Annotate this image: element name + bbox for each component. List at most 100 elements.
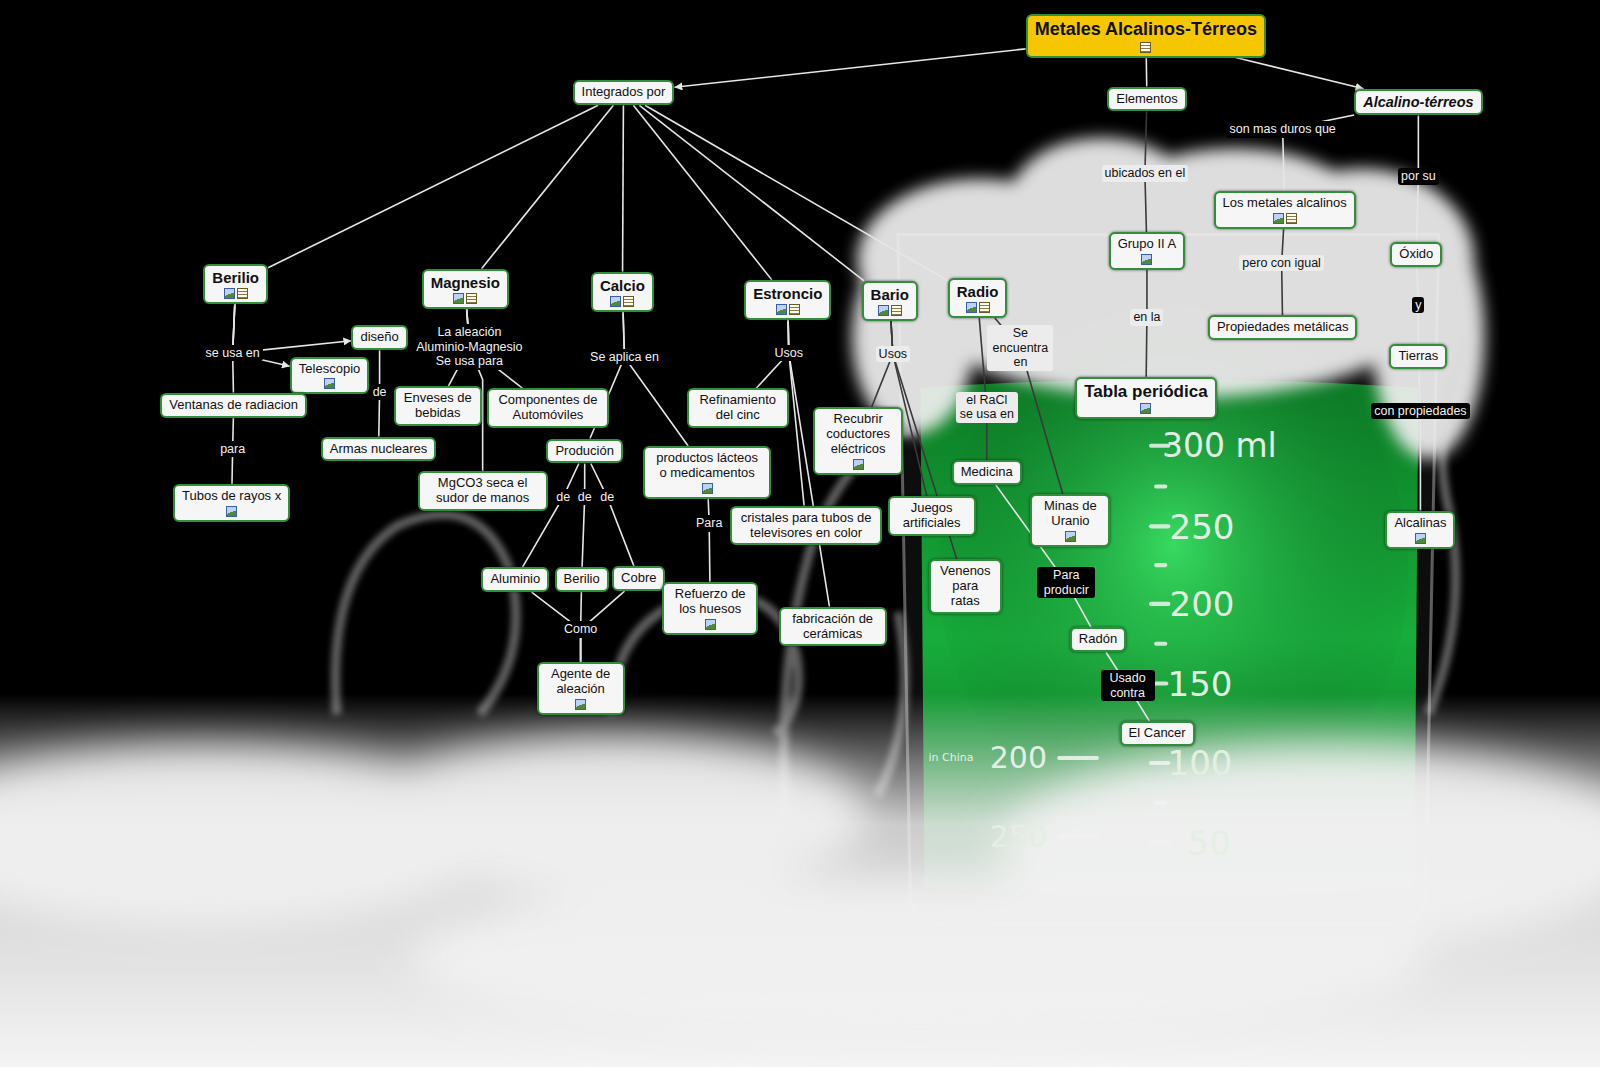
concept-box: Armas nucleares bbox=[321, 437, 437, 462]
concept-label: Elementos bbox=[1116, 92, 1177, 107]
concept-label: Los metales alcalinos bbox=[1223, 196, 1347, 211]
concept-label: Agente de aleación bbox=[546, 667, 616, 697]
connector bbox=[1419, 369, 1421, 511]
resource-icons bbox=[1118, 254, 1177, 265]
connector bbox=[645, 105, 948, 280]
linking-phrase: Para producir bbox=[1037, 567, 1095, 598]
linking-phrase: de bbox=[575, 489, 595, 505]
fog-floor bbox=[0, 694, 1600, 1067]
beaker-marking: 250 bbox=[1170, 510, 1235, 544]
image-icon bbox=[966, 302, 977, 313]
concept-box: Óxido bbox=[1390, 242, 1442, 267]
concept-label: Venenos para ratas bbox=[938, 564, 993, 609]
resource-icons bbox=[212, 288, 259, 299]
connector bbox=[622, 105, 624, 271]
document-icon bbox=[1140, 42, 1151, 53]
smoke-cloud bbox=[852, 138, 1485, 459]
linking-phrase: el RaCl se usa en bbox=[956, 392, 1018, 423]
document-icon bbox=[979, 302, 990, 313]
concept-box: Medicina bbox=[952, 460, 1022, 485]
concept-box: Venenos para ratas bbox=[929, 559, 1002, 614]
concept-box: Juegos artificiales bbox=[888, 496, 976, 536]
linking-phrase: con propiedades bbox=[1371, 403, 1469, 419]
concept-label: Óxido bbox=[1399, 247, 1433, 262]
connector bbox=[708, 499, 710, 582]
concept-box: Los metales alcalinos bbox=[1214, 191, 1356, 229]
connector bbox=[582, 463, 585, 567]
image-icon bbox=[1273, 213, 1284, 224]
connector bbox=[623, 312, 688, 446]
resource-icons bbox=[753, 304, 822, 315]
linking-phrase: Usado contra bbox=[1101, 670, 1155, 701]
image-icon bbox=[705, 619, 716, 630]
concept-box: Produción bbox=[546, 439, 623, 464]
resource-icons bbox=[1084, 403, 1207, 414]
linking-phrase: en la bbox=[1130, 309, 1163, 325]
linking-phrase: La aleación Aluminio-Magnesio Se usa par… bbox=[408, 324, 530, 369]
connector bbox=[591, 463, 634, 566]
image-icon bbox=[1065, 531, 1076, 542]
concept-label: Alcalinas bbox=[1394, 516, 1446, 531]
concept-box: Telescopio bbox=[290, 357, 369, 395]
linking-phrase: de bbox=[553, 489, 573, 505]
concept-label: Armas nucleares bbox=[330, 442, 428, 457]
concept-label: Telescopio bbox=[299, 362, 360, 377]
concept-label: Componentes de Automóviles bbox=[496, 393, 600, 423]
document-icon bbox=[237, 288, 248, 299]
linking-phrase: Usos bbox=[876, 346, 910, 362]
beaker-part-part bbox=[1153, 681, 1166, 685]
concept-box: Refuerzo de los huesos bbox=[662, 582, 758, 635]
concept-label: Propiedades metálicas bbox=[1217, 320, 1349, 335]
resource-icons bbox=[1039, 531, 1101, 542]
linking-phrase: y bbox=[1412, 297, 1424, 313]
concept-label: Berilio bbox=[564, 572, 600, 587]
beaker-part-part bbox=[1151, 524, 1168, 528]
concept-label: Refuerzo de los huesos bbox=[671, 587, 749, 617]
concept-label: Minas de Uranio bbox=[1039, 499, 1101, 529]
root-concept: Metales Alcalinos-Térreos bbox=[1026, 14, 1266, 58]
linking-phrase: de bbox=[597, 489, 617, 505]
image-icon bbox=[226, 506, 237, 517]
concept-label: Calcio bbox=[600, 277, 645, 294]
connector bbox=[639, 105, 864, 281]
resource-icons bbox=[546, 699, 616, 710]
concept-label: Produción bbox=[555, 444, 614, 459]
concept-box: Alcalino-térreos bbox=[1354, 89, 1482, 116]
concept-label: Enveses de bebidas bbox=[403, 391, 473, 421]
connector bbox=[979, 318, 987, 460]
resource-icons bbox=[671, 619, 749, 630]
concept-label: Metales Alcalinos-Térreos bbox=[1035, 19, 1257, 40]
concept-label: fabricación de cerámicas bbox=[788, 612, 878, 642]
concept-label: Juegos artificiales bbox=[897, 501, 967, 531]
connector bbox=[1236, 58, 1364, 89]
connector bbox=[674, 49, 1025, 87]
concept-box: Elementos bbox=[1107, 87, 1186, 112]
concept-label: Tubos de rayos x bbox=[182, 489, 281, 504]
concept-label: Aluminio bbox=[490, 572, 540, 587]
concept-label: cristales para tubos de televisores en c… bbox=[739, 511, 873, 541]
concept-box: Berilio bbox=[203, 264, 268, 304]
concept-label: Tabla periódica bbox=[1084, 382, 1207, 402]
fog-floor-part bbox=[0, 734, 1600, 1040]
concept-label: MgCO3 seca el sudor de manos bbox=[427, 476, 539, 506]
document-icon bbox=[891, 305, 902, 316]
resource-icons bbox=[822, 459, 894, 470]
resource-icons bbox=[299, 378, 360, 389]
image-icon bbox=[224, 288, 235, 299]
beaker-marking: in China bbox=[929, 752, 974, 763]
concept-box: Cobre bbox=[612, 566, 665, 591]
concept-box: Minas de Uranio bbox=[1030, 494, 1110, 547]
concept-box: productos lácteos o medicamentos bbox=[643, 446, 771, 499]
concept-label: Tierras bbox=[1398, 349, 1438, 364]
concept-box: MgCO3 seca el sudor de manos bbox=[418, 471, 548, 511]
concept-box: Propiedades metálicas bbox=[1208, 315, 1358, 340]
resource-icons bbox=[871, 305, 909, 316]
document-icon bbox=[623, 296, 634, 307]
concept-box: Magnesio bbox=[422, 269, 509, 309]
concept-label: Integrados por bbox=[582, 85, 666, 100]
linking-phrase: ubicados en el bbox=[1102, 165, 1189, 181]
connector bbox=[1282, 229, 1284, 315]
concept-box: Recubrir coductores eléctricos bbox=[813, 407, 903, 475]
linking-phrase: Para bbox=[693, 515, 725, 531]
